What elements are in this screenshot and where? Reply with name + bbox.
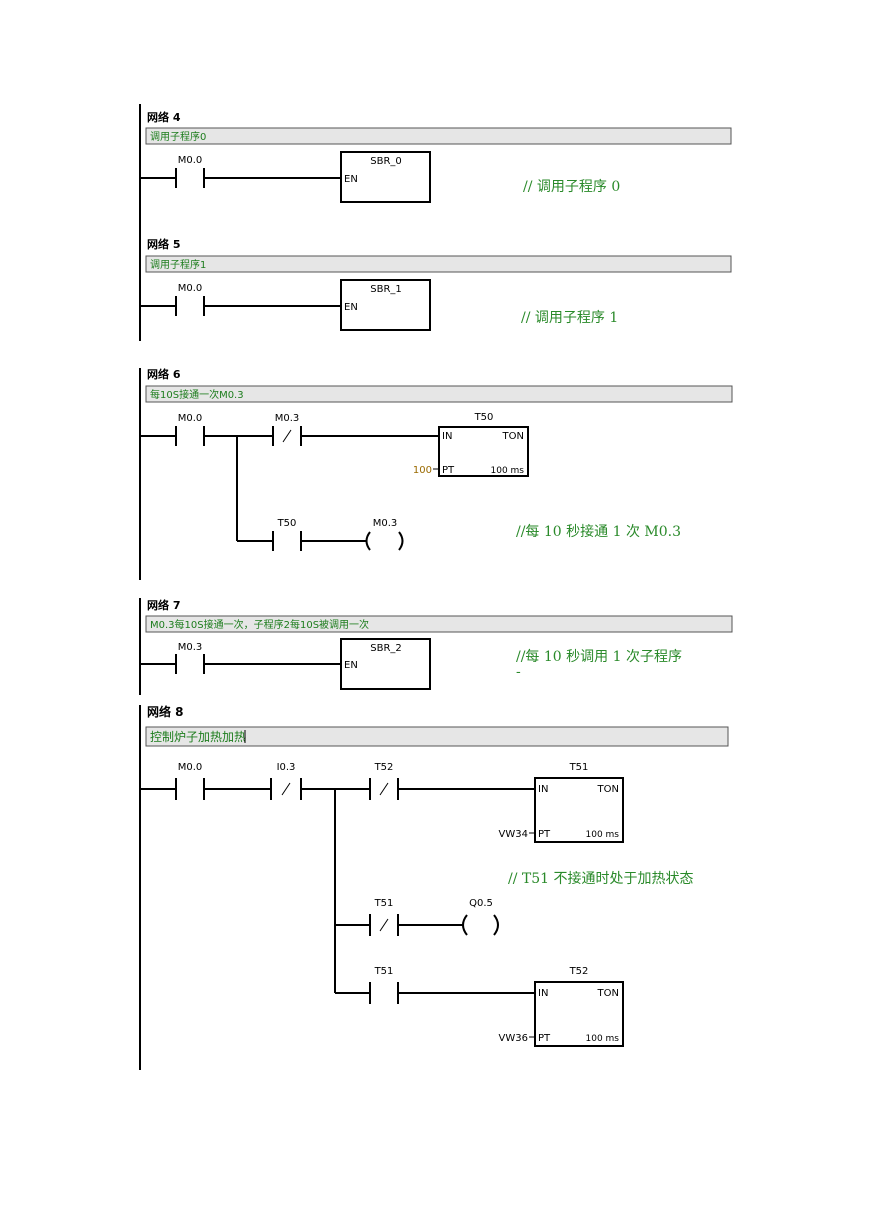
timer-type: TON bbox=[597, 784, 619, 795]
en-pin: EN bbox=[344, 174, 358, 185]
preset-value: VW34 bbox=[499, 829, 528, 840]
contact-label: T52 bbox=[374, 762, 394, 773]
comment-bar[interactable] bbox=[145, 255, 732, 273]
annotation: // T51 不接通时处于加热状态 bbox=[508, 870, 694, 887]
comment-bar[interactable] bbox=[145, 615, 733, 633]
timer-name: T50 bbox=[474, 412, 494, 423]
contact-no[interactable] bbox=[175, 778, 205, 800]
coil-label: Q0.5 bbox=[469, 898, 493, 909]
timer-name: T52 bbox=[569, 966, 589, 977]
contact-label: T51 bbox=[374, 966, 394, 977]
pt-pin: PT bbox=[442, 465, 455, 476]
contact-label: T51 bbox=[374, 898, 394, 909]
output-coil[interactable] bbox=[462, 914, 499, 936]
time-base: 100 ms bbox=[491, 466, 525, 476]
annotation-extra: - bbox=[516, 664, 521, 680]
network-title: 网络 8 bbox=[147, 704, 184, 719]
contact-no[interactable] bbox=[175, 654, 205, 674]
subroutine-box[interactable] bbox=[340, 638, 431, 690]
network-4: 网络 4 调用子程序0 M0.0 SBR_0 EN // 调用子程序 0 bbox=[139, 104, 732, 212]
network-comment: 每10S接通一次M0.3 bbox=[150, 388, 244, 401]
in-pin: IN bbox=[538, 784, 548, 795]
network-title: 网络 7 bbox=[147, 598, 180, 612]
subroutine-name: SBR_2 bbox=[370, 643, 402, 654]
network-comment: 调用子程序1 bbox=[150, 258, 206, 271]
contact-label: M0.0 bbox=[178, 413, 203, 424]
timer-type: TON bbox=[597, 988, 619, 999]
network-comment: 调用子程序0 bbox=[150, 130, 206, 143]
contact-no[interactable] bbox=[272, 531, 302, 551]
network-6: 网络 6 每10S接通一次M0.3 M0.0 M0.3 T50 IN TON P… bbox=[139, 367, 733, 580]
contact-no[interactable] bbox=[175, 296, 205, 316]
contact-label: M0.0 bbox=[178, 762, 203, 773]
contact-label: M0.0 bbox=[178, 155, 203, 166]
contact-label: I0.3 bbox=[277, 762, 296, 773]
network-7: 网络 7 M0.3每10S接通一次，子程序2每10S被调用一次 M0.3 SBR… bbox=[139, 598, 733, 695]
in-pin: IN bbox=[442, 431, 452, 442]
contact-nc[interactable] bbox=[369, 778, 399, 800]
contact-label: T50 bbox=[277, 518, 297, 529]
en-pin: EN bbox=[344, 302, 358, 313]
contact-nc[interactable] bbox=[369, 914, 399, 936]
network-title: 网络 5 bbox=[147, 237, 180, 251]
annotation: // 调用子程序 0 bbox=[523, 179, 620, 195]
contact-label: M0.0 bbox=[178, 283, 203, 294]
output-coil[interactable] bbox=[365, 531, 404, 551]
comment-bar[interactable] bbox=[145, 127, 732, 145]
time-base: 100 ms bbox=[586, 830, 620, 840]
preset-value: 100 bbox=[413, 465, 432, 476]
subroutine-name: SBR_0 bbox=[370, 156, 402, 167]
annotation: //每 10 秒接通 1 次 M0.3 bbox=[516, 523, 681, 540]
contact-no[interactable] bbox=[175, 168, 205, 188]
coil-label: M0.3 bbox=[373, 518, 398, 529]
contact-no[interactable] bbox=[175, 426, 205, 446]
in-pin: IN bbox=[538, 988, 548, 999]
time-base: 100 ms bbox=[586, 1034, 620, 1044]
network-title: 网络 4 bbox=[147, 110, 181, 124]
comment-bar[interactable] bbox=[145, 726, 729, 747]
en-pin: EN bbox=[344, 660, 358, 671]
pt-pin: PT bbox=[538, 829, 551, 840]
network-5: 网络 5 调用子程序1 M0.0 SBR_1 EN // 调用子程序 1 bbox=[139, 212, 732, 341]
contact-label: M0.3 bbox=[178, 642, 203, 653]
timer-box[interactable] bbox=[534, 777, 624, 843]
preset-value: VW36 bbox=[499, 1033, 528, 1044]
subroutine-box[interactable] bbox=[340, 279, 431, 331]
network-comment: 控制炉子加热加热 bbox=[150, 730, 246, 744]
timer-box[interactable] bbox=[534, 981, 624, 1047]
pt-pin: PT bbox=[538, 1033, 551, 1044]
contact-nc[interactable] bbox=[272, 426, 302, 446]
subroutine-name: SBR_1 bbox=[370, 284, 402, 295]
timer-box[interactable] bbox=[438, 426, 529, 477]
contact-no[interactable] bbox=[369, 982, 399, 1004]
contact-label: M0.3 bbox=[275, 413, 300, 424]
annotation: // 调用子程序 1 bbox=[521, 310, 618, 326]
comment-bar[interactable] bbox=[145, 385, 733, 403]
contact-nc[interactable] bbox=[270, 778, 302, 800]
subroutine-box[interactable] bbox=[340, 151, 431, 203]
annotation: //每 10 秒调用 1 次子程序 bbox=[516, 649, 682, 665]
network-8: 网络 8 控制炉子加热加热 M0.0 I0.3 T52 T51 IN TON bbox=[139, 704, 729, 1070]
network-title: 网络 6 bbox=[147, 367, 181, 381]
timer-name: T51 bbox=[569, 762, 589, 773]
network-comment: M0.3每10S接通一次，子程序2每10S被调用一次 bbox=[150, 618, 369, 631]
timer-type: TON bbox=[502, 431, 524, 442]
